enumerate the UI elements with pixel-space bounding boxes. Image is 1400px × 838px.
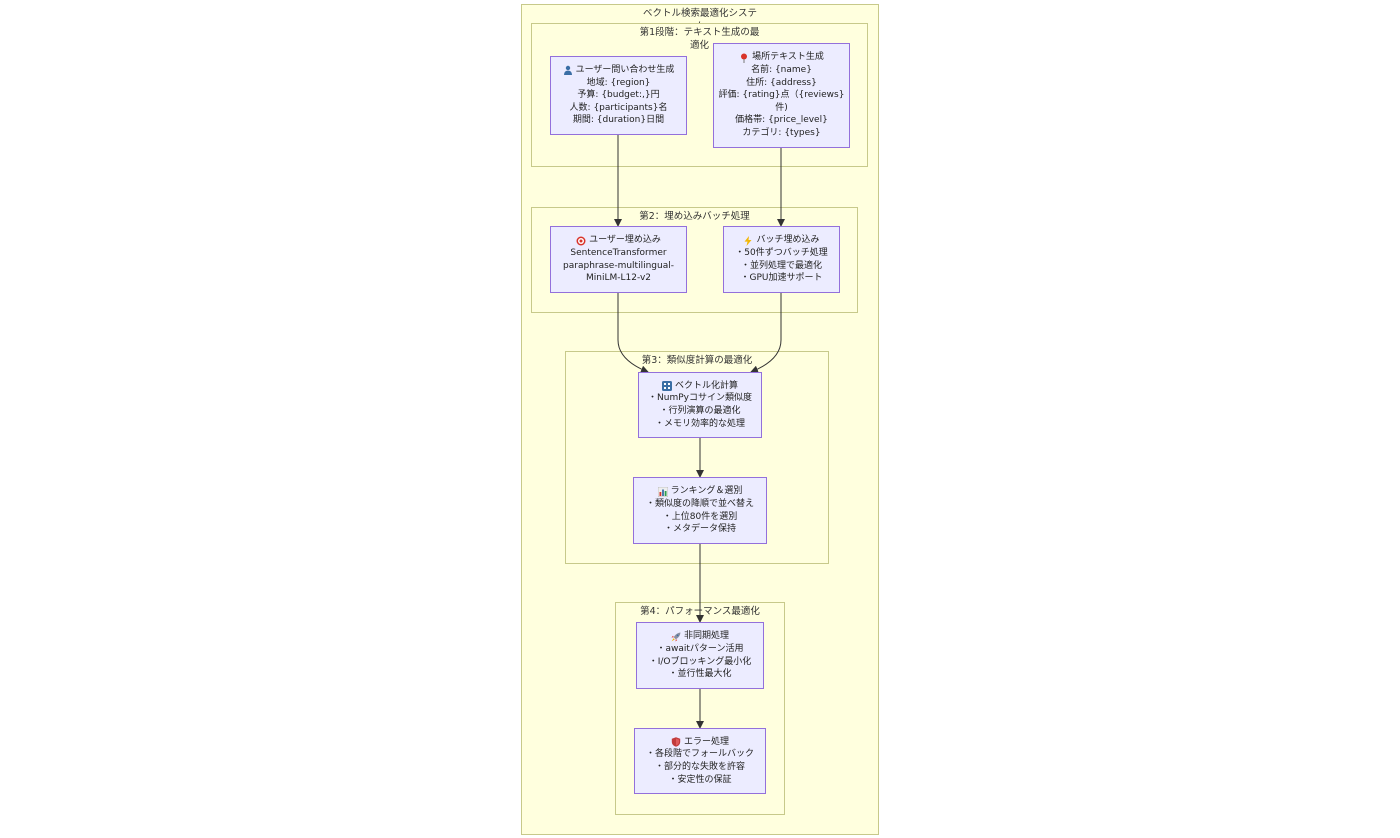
stage2-title: 第2：埋め込みバッチ処理 [639, 211, 750, 222]
rocket-icon [671, 632, 681, 642]
place-text-line: 評価: {rating}点（{reviews} [718, 90, 845, 101]
user-embed-line: SentenceTransformer [570, 247, 667, 258]
place-text-line: 件) [775, 102, 788, 113]
ranking-line: ・上位80件を選別 [662, 511, 738, 522]
error-line: ・安定性の保証 [668, 774, 732, 785]
pin-icon [741, 53, 748, 63]
bar-chart-icon [657, 486, 668, 497]
vector-calc-node: ベクトル化計算 ・NumPyコサイン類似度 ・行列演算の最適化 ・メモリ効率的な… [638, 372, 762, 438]
lightning-icon [744, 235, 752, 246]
vector-calc-line: ・行列演算の最適化 [659, 406, 741, 416]
stage3-title: 第3：類似度計算の最適化 [641, 355, 753, 366]
user-query-node: ユーザー問い合わせ生成 地域: {region} 予算: {budget:,}円… [550, 56, 687, 135]
batch-embed-line: ・並列処理で最適化 [740, 260, 822, 271]
error-label: エラー処理 [683, 736, 729, 747]
stage4-title: 第4：パフォーマンス最適化 [640, 606, 760, 617]
user-embed-line: paraphrase-multilingual- [563, 260, 674, 271]
async-label: 非同期処理 [683, 631, 729, 642]
ranking-node: ランキング＆選別 ・類似度の降順で並べ替え ・上位80件を選別 ・メタデータ保持 [633, 477, 767, 544]
user-query-line: 地域: {region} [586, 77, 651, 88]
place-text-node: 場所テキスト生成 名前: {name} 住所: {address} 評価: {r… [713, 43, 850, 148]
ranking-line: ・類似度の降順で並べ替え [645, 498, 754, 509]
batch-embed-line: ・50件ずつバッチ処理 [735, 247, 828, 258]
error-node: エラー処理 ・各段階でフォールバック ・部分的な失敗を許容 ・安定性の保証 [634, 728, 766, 794]
batch-embed-node: バッチ埋め込み ・50件ずつバッチ処理 ・並列処理で最適化 ・GPU加速サポート [723, 226, 840, 293]
user-query-label: ユーザー問い合わせ生成 [575, 65, 675, 76]
place-text-label: 場所テキスト生成 [752, 52, 824, 63]
ranking-label: ランキング＆選別 [670, 486, 743, 497]
user-icon [563, 66, 572, 76]
user-embed-node: ユーザー埋め込み SentenceTransformer paraphrase-… [550, 226, 687, 293]
batch-embed-line: ・GPU加速サポート [740, 273, 823, 284]
target-icon [576, 236, 586, 246]
error-line: ・各段階でフォールバック [645, 749, 754, 760]
place-text-line: カテゴリ: {types} [742, 127, 821, 138]
place-text-line: 名前: {name} [751, 65, 812, 76]
vector-calc-line: ・メモリ効率的な処理 [654, 418, 745, 429]
async-line: ・awaitパターン活用 [656, 643, 744, 654]
async-node: 非同期処理 ・awaitパターン活用 ・I/Oブロッキング最小化 ・並行性最大化 [636, 622, 764, 689]
error-line: ・部分的な失敗を許容 [654, 762, 745, 772]
batch-embed-label: バッチ埋め込み [756, 235, 820, 246]
place-text-line: 住所: {address} [746, 77, 817, 88]
async-line: ・I/Oブロッキング最小化 [648, 656, 752, 667]
user-query-line: 予算: {budget:,}円 [577, 90, 660, 101]
vector-calc-label: ベクトル化計算 [674, 380, 738, 391]
user-query-line: 人数: {participants}名 [569, 102, 668, 113]
shield-icon [671, 737, 681, 747]
place-text-line: 価格帯: {price_level} [735, 115, 828, 126]
numbers-icon [661, 381, 672, 392]
user-embed-label: ユーザー埋め込み [589, 235, 661, 246]
user-query-line: 期間: {duration}日間 [572, 115, 665, 126]
ranking-line: ・メタデータ保持 [663, 524, 736, 535]
stage1-title: 第1段階：テキスト生成の最 適化 [639, 27, 760, 51]
async-line: ・並行性最大化 [668, 669, 732, 680]
vector-calc-line: ・NumPyコサイン類似度 [648, 393, 752, 404]
user-embed-line: MiniLM-L12-v2 [585, 273, 652, 284]
